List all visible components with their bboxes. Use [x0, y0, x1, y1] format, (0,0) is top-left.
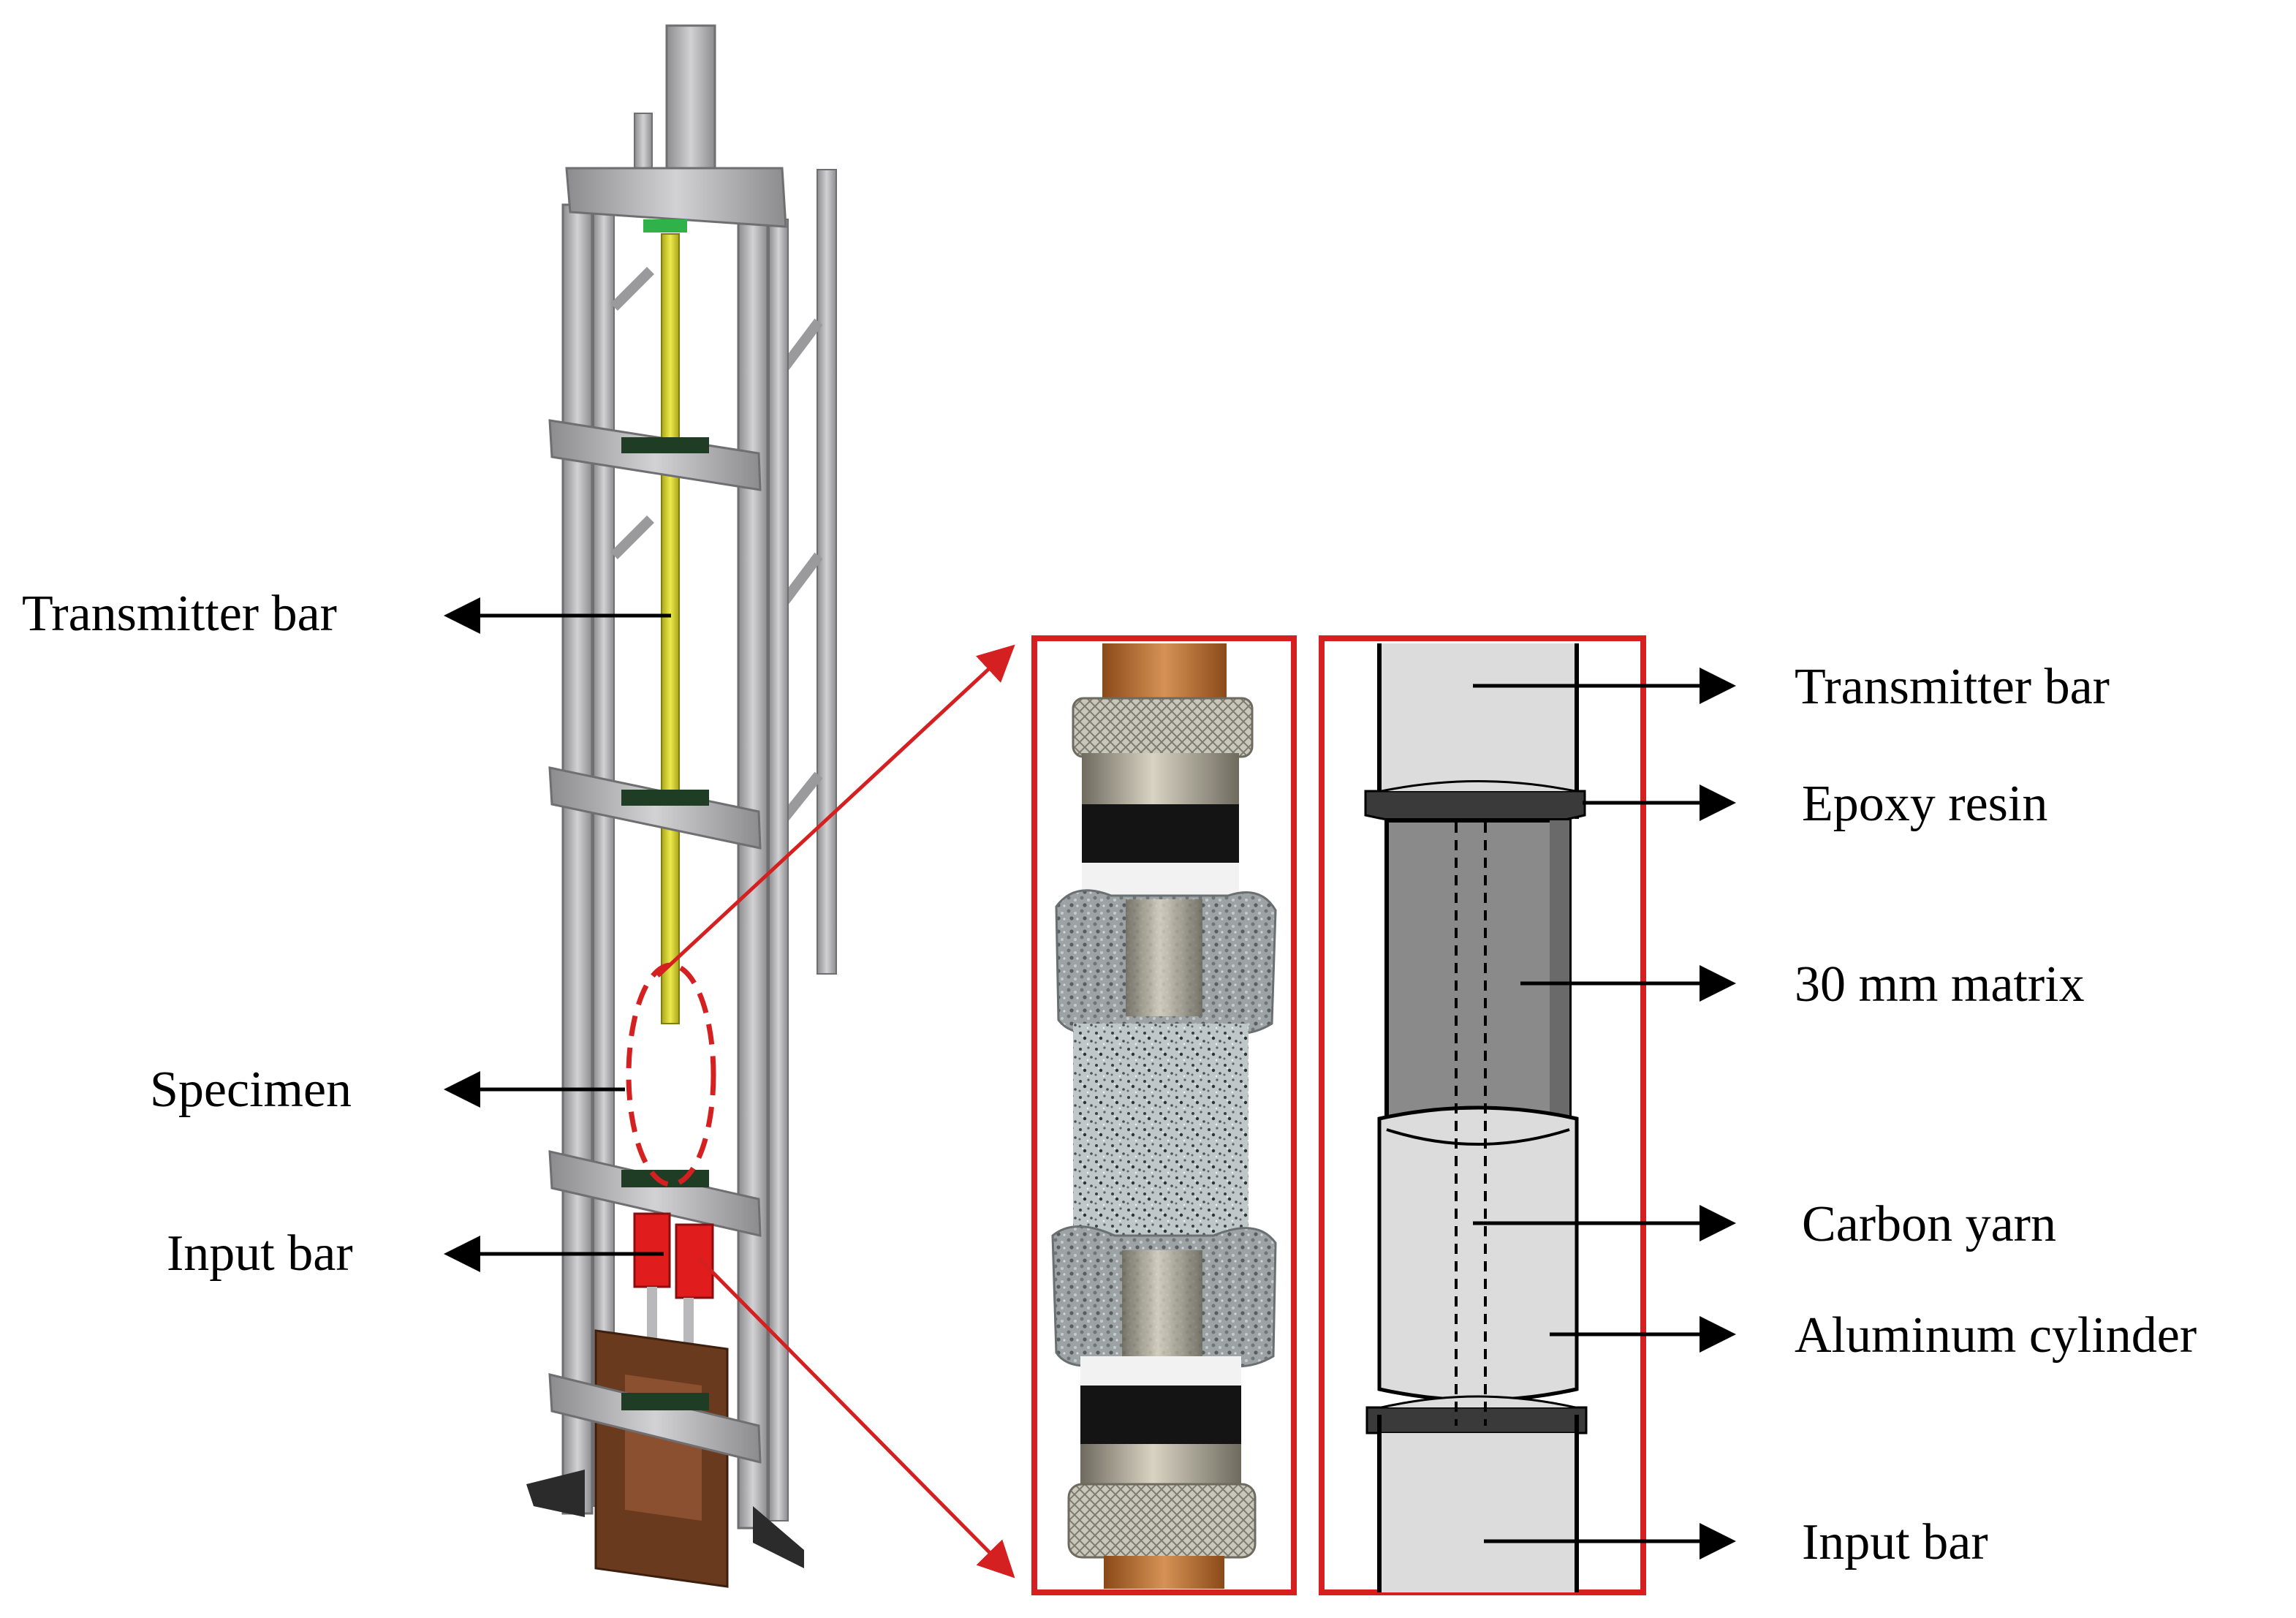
label-text: Aluminum cylinder: [1795, 1307, 2197, 1364]
label-specimen: Specimen: [150, 1062, 625, 1118]
label-text: Epoxy resin: [1802, 776, 2047, 832]
specimen-schematic-panel: [1319, 635, 1646, 1595]
label-aluminum-cylinder: Aluminum cylinder: [1550, 1307, 2197, 1364]
label-text: Input bar: [1802, 1514, 1988, 1570]
label-text: Transmitter bar: [1795, 659, 2110, 715]
label-input-bar-right: Input bar: [1484, 1514, 1988, 1570]
label-text: Carbon yarn: [1802, 1196, 2056, 1252]
label-transmitter-bar-right: Transmitter bar: [1473, 659, 2110, 715]
label-text: 30 mm matrix: [1795, 956, 2085, 1013]
drop-tower-frame: [526, 24, 837, 1588]
zoom-arrow-lower: [697, 1256, 1015, 1579]
label-epoxy-resin: Epoxy resin: [1583, 776, 2047, 832]
label-text: Specimen: [150, 1062, 352, 1118]
label-text: Transmitter bar: [22, 586, 337, 642]
label-input-bar-left: Input bar: [167, 1225, 664, 1282]
label-text: Input bar: [167, 1225, 353, 1282]
zoom-arrow-upper: [656, 644, 1015, 978]
specimen-photo-panel: [1031, 635, 1297, 1595]
label-matrix: 30 mm matrix: [1520, 956, 2085, 1013]
label-transmitter-bar-left: Transmitter bar: [22, 586, 671, 642]
label-carbon-yarn: Carbon yarn: [1473, 1196, 2056, 1252]
